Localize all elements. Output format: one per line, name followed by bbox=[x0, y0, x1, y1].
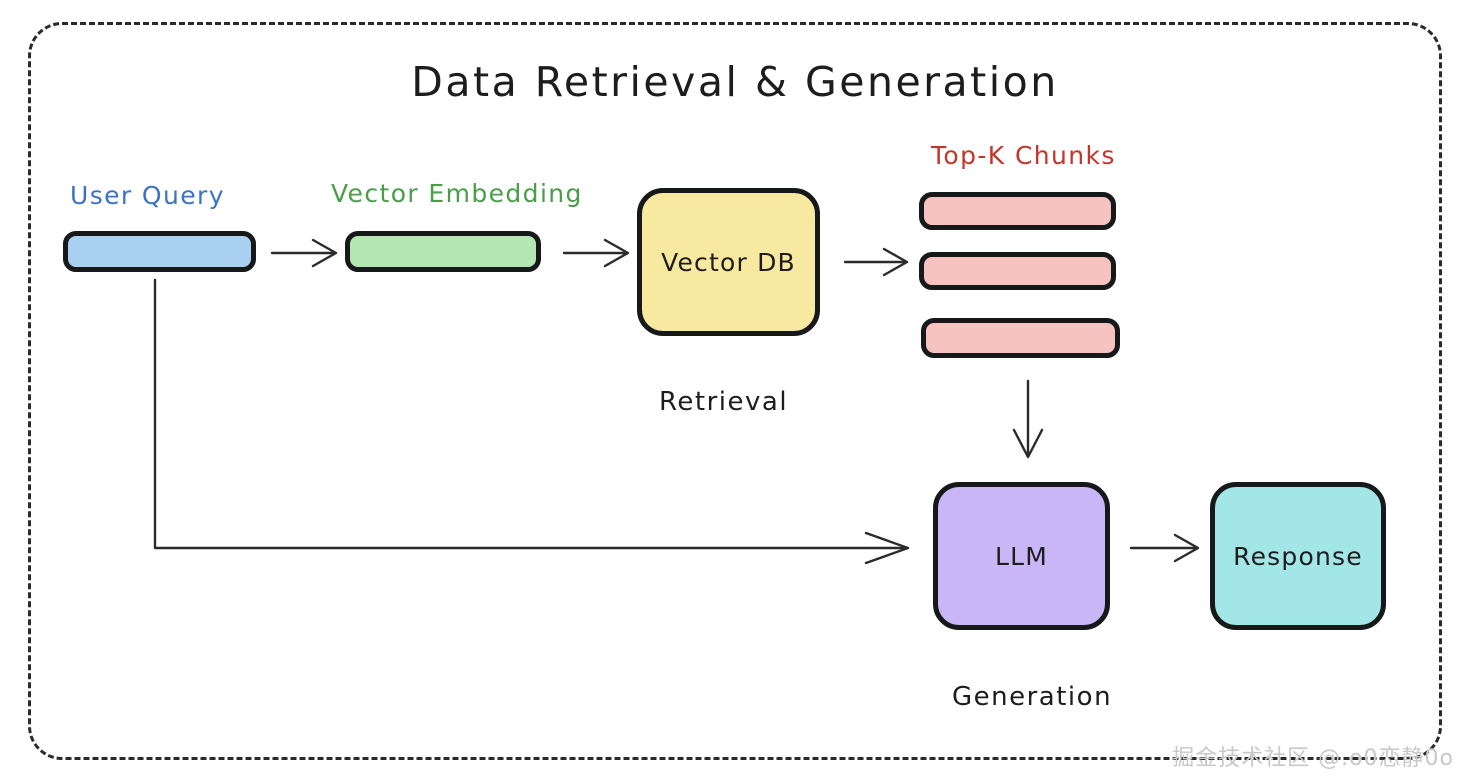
top-k-chunks-label: Top-K Chunks bbox=[931, 141, 1116, 170]
caption-retrieval: Retrieval bbox=[659, 387, 789, 417]
user-query-label: User Query bbox=[70, 181, 225, 210]
caption-generation: Generation bbox=[952, 682, 1113, 712]
diagram-frame bbox=[28, 22, 1442, 760]
node-chunk-1[interactable] bbox=[919, 192, 1116, 230]
node-user-query[interactable] bbox=[63, 231, 256, 272]
node-response[interactable]: Response bbox=[1210, 482, 1386, 630]
node-vector-db[interactable]: Vector DB bbox=[637, 188, 820, 336]
node-chunk-3[interactable] bbox=[921, 318, 1120, 358]
node-vector-db-text: Vector DB bbox=[661, 247, 796, 277]
vector-embedding-label: Vector Embedding bbox=[331, 179, 583, 208]
node-chunk-2[interactable] bbox=[919, 252, 1116, 290]
node-llm-text: LLM bbox=[994, 541, 1049, 571]
node-response-text: Response bbox=[1233, 541, 1363, 571]
page-title: Data Retrieval & Generation bbox=[411, 58, 1059, 106]
node-vector-embedding[interactable] bbox=[345, 231, 541, 272]
watermark: 掘金技术社区 @.o0恋静0o bbox=[1172, 746, 1454, 771]
node-llm[interactable]: LLM bbox=[933, 482, 1110, 630]
